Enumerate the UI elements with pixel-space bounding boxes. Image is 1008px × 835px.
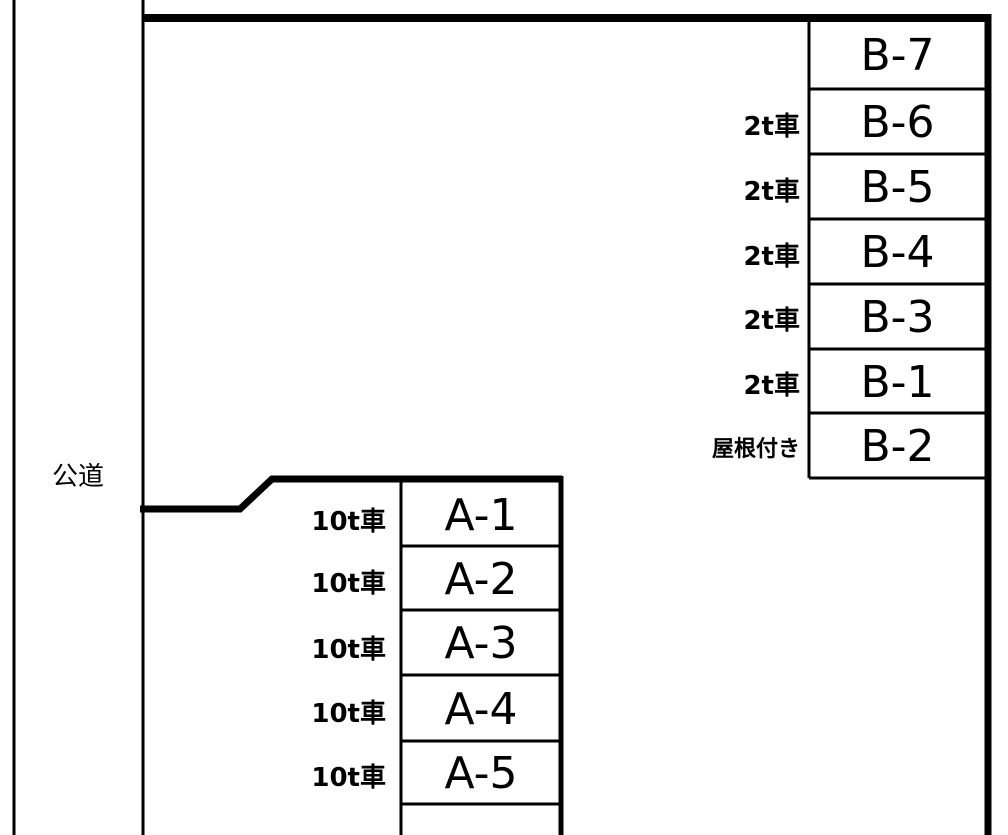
parking-space-b2[interactable]: B-2 [860,421,935,472]
parking-space-a4[interactable]: A-4 [444,683,518,735]
space-tag-a2: 10t車 [311,569,386,599]
space-tag-a1: 10t車 [311,507,386,537]
parking-space-b5[interactable]: B-5 [860,162,935,213]
parking-space-a3[interactable]: A-3 [444,618,518,669]
space-tag-a3: 10t車 [311,635,386,665]
parking-space-a6[interactable] [401,806,561,835]
parking-space-b6[interactable]: B-6 [860,97,935,148]
parking-space-b4[interactable]: B-4 [860,227,935,278]
space-tag-b6: 2t車 [743,112,800,142]
space-tag-b5: 2t車 [743,177,800,207]
space-tag-b1: 2t車 [743,371,800,401]
space-tag-a5: 10t車 [311,763,386,793]
a-block-boundary [140,475,562,513]
parking-space-b7[interactable]: B-7 [860,30,935,81]
parking-space-a5[interactable]: A-5 [444,748,518,799]
space-tag-b4: 2t車 [743,242,800,272]
space-tag-b3: 2t車 [743,306,800,336]
parking-space-b3[interactable]: B-3 [860,292,935,343]
parking-space-a1[interactable]: A-1 [444,489,518,541]
parking-space-a2[interactable]: A-2 [444,553,518,605]
space-tag-b2: 屋根付き [711,437,800,462]
space-tag-a4: 10t車 [311,699,386,729]
road-label: 公道 [52,462,105,492]
parking-space-b1[interactable]: B-1 [860,356,935,408]
